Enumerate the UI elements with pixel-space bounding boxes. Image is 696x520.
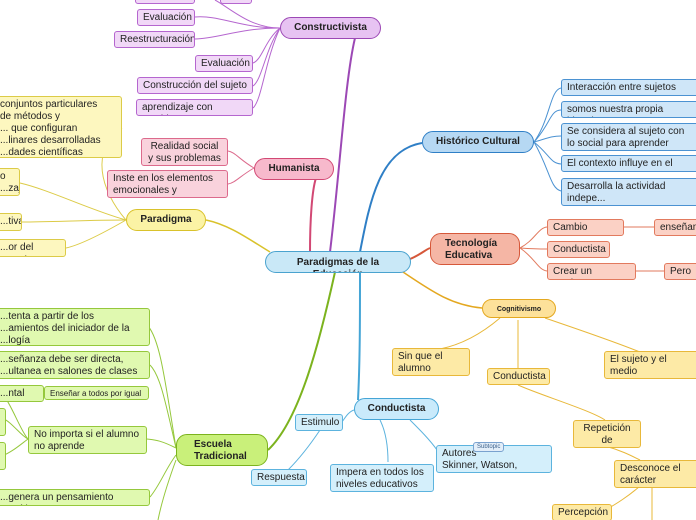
paradigma-item[interactable]: ...tivas [0, 213, 22, 231]
escuela-item[interactable]: Enseñar a todos por igual [44, 386, 149, 400]
escuela-item[interactable]: ...ntal [0, 385, 44, 402]
humanista-item[interactable]: Inste en los elementos emocionales y val… [107, 170, 228, 198]
paradigma-item-label: conjuntos particulares de métodos y ... … [0, 99, 101, 158]
escuela-item-label: ...señanza debe ser directa, ...ultanea … [0, 354, 138, 377]
topic-tecnologia-educativa[interactable]: Tecnología Educativa [430, 233, 520, 265]
escuela-item[interactable]: ...genera un pensamiento empírico [0, 489, 150, 506]
constructivista-item[interactable]: Construcción del sujeto [137, 77, 253, 94]
conductista-label: Conductista [367, 403, 426, 414]
conductista-item[interactable]: Impera en todos los niveles educativos [330, 464, 434, 492]
cognitivismo-item[interactable]: Repetición de acciones [573, 420, 641, 448]
topic-cognitivismo[interactable]: Cognitivismo [482, 299, 556, 318]
escuela-item-label: Enseñar a todos por igual [50, 389, 142, 398]
tecnologia-item-label: Pero n... [670, 266, 692, 279]
constructivista-item-label: Evaluación [143, 12, 192, 23]
tecnologia-item-label: Crear un producto [553, 266, 592, 279]
cognitivismo-item-label: El sujeto y el medio elemento mas impo..… [610, 354, 667, 377]
escuela-item-label: ...genera un pensamiento empírico [0, 492, 114, 505]
cognitivismo-label: Cognitivismo [496, 306, 542, 313]
historico-label: Histórico Cultural [436, 136, 520, 147]
constructivista-item-label: aprendizaje con sentido [142, 102, 213, 115]
topic-conductista[interactable]: Conductista [354, 398, 439, 420]
tecnologia-item-label: Conductista [553, 244, 606, 255]
topic-paradigma[interactable]: Paradigma [126, 209, 206, 231]
constructivista-item-label: Construcción del sujeto [143, 80, 247, 91]
paradigma-item[interactable]: conjuntos particulares de métodos y ... … [0, 96, 122, 158]
conductista-item-label: Respuesta [257, 472, 305, 483]
topic-historico-cultural[interactable]: Histórico Cultural [422, 131, 534, 153]
humanista-item[interactable]: Realidad social y sus problemas [141, 138, 228, 166]
constructivista-label: Constructivista [294, 22, 367, 33]
constructivista-item-label: Evaluación [201, 58, 250, 69]
constructivista-item-top-a[interactable] [135, 0, 195, 4]
topic-escuela-tradicional[interactable]: Escuela Tradicional [176, 434, 268, 466]
tecnologia-item[interactable]: Pero n... [664, 263, 696, 280]
conductista-item[interactable]: Respuesta [251, 469, 307, 486]
escuela-label: Escuela Tradicional [194, 439, 247, 462]
historico-item[interactable]: Interacción entre sujetos [561, 79, 696, 96]
escuela-item-stub[interactable] [0, 408, 6, 436]
constructivista-item[interactable]: Evaluación [195, 55, 253, 72]
tecnologia-item[interactable]: Conductista [547, 241, 610, 258]
cognitivismo-item[interactable]: Sin que el alumno razone [392, 348, 470, 376]
cognitivismo-item-label: Sin que el alumno razone [398, 351, 443, 374]
constructivista-item[interactable]: Evaluación [137, 9, 195, 26]
conductista-item-label: Estimulo [301, 417, 340, 428]
constructivista-item-label: Reestructuración [120, 34, 195, 45]
subtopic-tag: Subtopic [473, 442, 505, 452]
escuela-item-label: No importa si el alumno no aprende [34, 429, 140, 452]
topic-constructivista[interactable]: Constructivista [280, 17, 381, 39]
paradigma-label: Paradigma [140, 214, 192, 225]
historico-item[interactable]: El contexto influye en el cono... [561, 155, 696, 172]
escuela-item-stub[interactable] [0, 442, 6, 470]
humanista-item-label: Realidad social y sus problemas [148, 141, 221, 164]
tecnologia-item[interactable]: Cambio externo [547, 219, 624, 236]
conductista-item-label: Impera en todos los niveles educativos [336, 467, 424, 490]
escuela-item[interactable]: ...señanza debe ser directa, ...ultanea … [0, 351, 150, 379]
cognitivismo-item[interactable]: Conductista [487, 368, 550, 385]
central-topic[interactable]: Paradigmas de la Educación [265, 251, 411, 273]
escuela-item[interactable]: ...tenta a partir de los ...amientos del… [0, 308, 150, 346]
constructivista-item-top-b[interactable] [220, 0, 252, 4]
escuela-item[interactable]: No importa si el alumno no aprende [28, 426, 147, 454]
historico-item-label: somos nuestra propia histori... [567, 104, 664, 117]
escuela-item-label: ...tenta a partir de los ...amientos del… [0, 311, 130, 346]
historico-item[interactable]: Desarrolla la actividad indepe... del al… [561, 178, 696, 206]
paradigma-item[interactable]: o ...zaje [0, 168, 20, 196]
central-topic-label: Paradigmas de la Educación [296, 257, 380, 272]
historico-item-label: El contexto influye en el cono... [567, 158, 673, 171]
historico-item[interactable]: somos nuestra propia histori... [561, 101, 696, 118]
constructivista-item[interactable]: aprendizaje con sentido [136, 99, 253, 116]
tecnologia-item-label: enseñan... [660, 222, 696, 233]
paradigma-item-label: ...tivas [0, 216, 21, 227]
historico-item-label: Desarrolla la actividad indepe... del al… [567, 181, 666, 204]
tecnologia-label: Tecnología Educativa [445, 238, 498, 261]
constructivista-item[interactable]: Reestructuración [114, 31, 195, 48]
topic-humanista[interactable]: Humanista [254, 158, 334, 180]
humanista-item-label: Inste en los elementos emocionales y val… [113, 173, 214, 196]
tecnologia-item-label: Cambio externo [553, 222, 588, 235]
cognitivismo-item[interactable]: Desconoce el carácter subjetiv... [614, 460, 696, 488]
cognitivismo-item-label: Percepción [558, 507, 609, 518]
paradigma-item-label: o ...zaje [0, 171, 19, 194]
tecnologia-item[interactable]: Crear un producto [547, 263, 636, 280]
conductista-item-label: Autores Skinner, Watson, Pavlov [442, 448, 518, 471]
paradigma-item[interactable]: ...or del maestro [0, 239, 66, 257]
subtopic-tag-label: Subtopic [477, 444, 501, 450]
cognitivismo-item[interactable]: El sujeto y el medio elemento mas impo..… [604, 351, 696, 379]
cognitivismo-item[interactable]: Percepción [552, 504, 612, 520]
cognitivismo-item-label: Conductista [493, 371, 546, 382]
escuela-item-label: ...ntal [0, 388, 25, 399]
conductista-item[interactable]: Estimulo [295, 414, 343, 431]
historico-item-label: Interacción entre sujetos [567, 82, 676, 93]
historico-item[interactable]: Se considera al sujeto con lo social par… [561, 123, 696, 151]
cognitivismo-item-label: Desconoce el carácter subjetiv... [620, 463, 681, 486]
tecnologia-item[interactable]: enseñan... [654, 219, 696, 236]
historico-item-label: Se considera al sujeto con lo social par… [567, 126, 685, 149]
paradigma-item-label: ...or del maestro [0, 242, 36, 256]
humanista-label: Humanista [268, 163, 320, 174]
cognitivismo-item-label: Repetición de acciones [583, 423, 631, 446]
